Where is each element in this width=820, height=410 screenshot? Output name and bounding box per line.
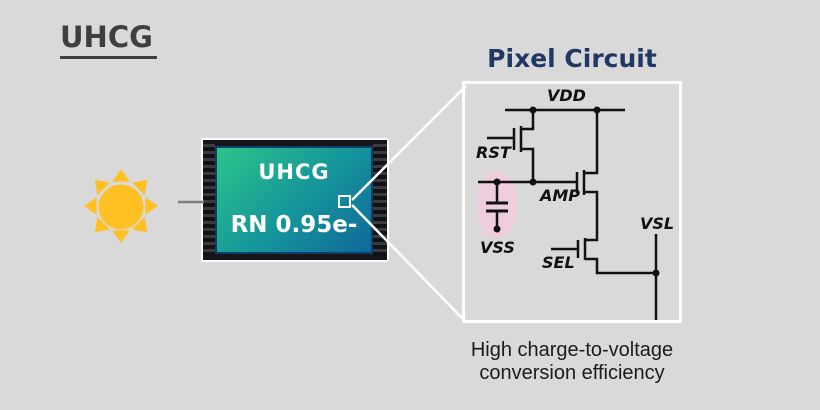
circuit-wires <box>478 108 658 320</box>
capacitor-highlight <box>476 172 518 238</box>
rst-drain <box>521 110 535 131</box>
vsl-label: VSL <box>640 214 674 233</box>
slide-title: UHCG <box>60 20 157 59</box>
vss-label: VSS <box>480 238 515 257</box>
chip-screen: UHCG RN 0.95e- <box>215 146 373 254</box>
chip-label: UHCG <box>258 160 330 184</box>
vdd-label: VDD <box>547 86 586 105</box>
rst-source <box>521 147 535 182</box>
sun-icon <box>83 168 159 244</box>
pixel-circuit-box <box>462 81 682 323</box>
caption-line-2: conversion efficiency <box>479 362 665 384</box>
chip-pins-right <box>373 144 387 256</box>
circuit-caption: High charge-to-voltage conversion effici… <box>447 339 697 385</box>
amp-source <box>584 190 599 242</box>
sun-rays <box>83 168 159 244</box>
sun-disc <box>98 184 144 230</box>
caption-line-1: High charge-to-voltage <box>470 339 674 361</box>
sel-label: SEL <box>542 253 575 272</box>
pixel-circuit-title: Pixel Circuit <box>487 44 657 73</box>
chip-read-noise: RN 0.95e- <box>230 212 358 238</box>
amp-drain <box>584 110 599 175</box>
zoom-marker <box>338 195 351 208</box>
sel-source <box>585 257 656 275</box>
image-sensor-chip: UHCG RN 0.95e- <box>203 140 387 260</box>
junction-dots <box>493 106 660 277</box>
pixel-circuit-schematic: VDD RST AMP VSS SEL VSL <box>476 86 674 320</box>
amp-label: AMP <box>538 186 580 205</box>
rst-label: RST <box>476 143 512 162</box>
chip-pins-left <box>203 144 215 256</box>
